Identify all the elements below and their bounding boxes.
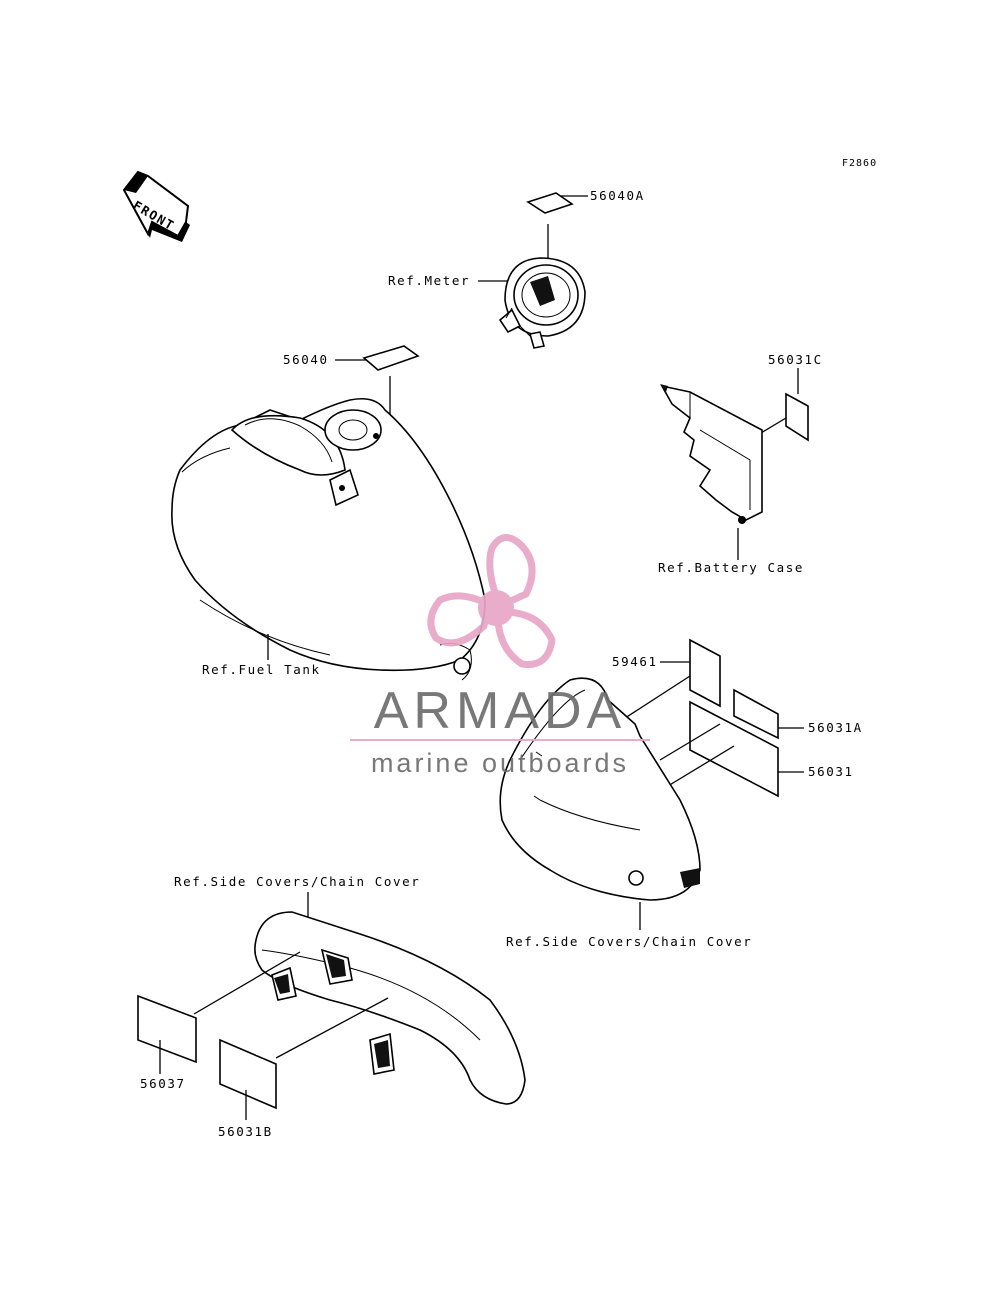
label-56031: 56031 — [808, 764, 854, 779]
diagram-code: F2860 — [842, 158, 877, 169]
label-56031B: 56031B — [218, 1124, 273, 1139]
label-56037: 56037 — [140, 1076, 186, 1091]
battery-case-icon — [660, 384, 763, 524]
label-56040: 56040 — [283, 352, 329, 367]
side-cover-right-icon — [499, 677, 701, 901]
ref-fuel-tank-label: Ref.Fuel Tank — [202, 662, 321, 677]
ref-meter-label: Ref.Meter — [388, 273, 470, 288]
label-56031C: 56031C — [768, 352, 823, 367]
sticker-56031C — [785, 392, 809, 442]
sticker-56040 — [362, 345, 420, 371]
sticker-56040A — [526, 192, 574, 214]
meter-icon — [498, 257, 586, 349]
label-56040A: 56040A — [590, 188, 645, 203]
sticker-56037 — [137, 994, 197, 1064]
watermark-brand: ARMADA — [374, 682, 626, 740]
propeller-logo-icon — [427, 534, 556, 668]
sticker-56031 — [689, 700, 779, 798]
ref-side-covers-right-label: Ref.Side Covers/Chain Cover — [506, 934, 752, 949]
sticker-56031B — [219, 1038, 277, 1110]
sticker-59461 — [689, 638, 721, 708]
watermark: ARMADA marine outboards — [350, 534, 650, 778]
fuel-tank-icon — [171, 397, 486, 681]
sticker-56031A — [733, 688, 779, 740]
chain-cover-icon — [254, 911, 526, 1105]
ref-battery-case-label: Ref.Battery Case — [658, 560, 804, 575]
front-arrow-icon: FRONT — [122, 170, 190, 242]
watermark-tagline: marine outboards — [371, 748, 629, 778]
ref-side-covers-left-label: Ref.Side Covers/Chain Cover — [174, 874, 420, 889]
label-59461: 59461 — [612, 654, 658, 669]
label-56031A: 56031A — [808, 720, 863, 735]
